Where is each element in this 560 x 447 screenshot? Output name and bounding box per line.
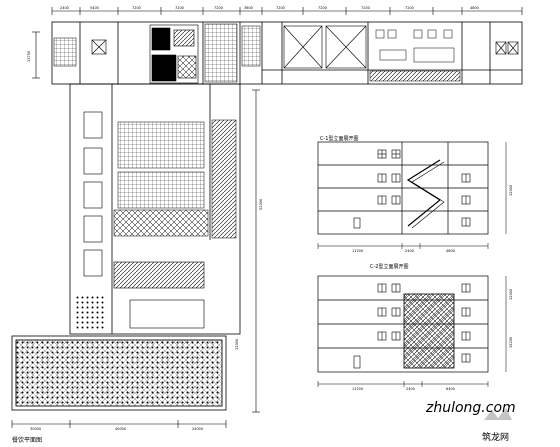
dining-tables [117, 121, 205, 209]
hall-with-x-1 [283, 25, 367, 69]
dim-top-3: 7200 [132, 6, 141, 10]
stall-rows [113, 261, 205, 329]
side-column-strip [211, 119, 237, 239]
elev1-dim-right: 12000 [509, 185, 513, 196]
elevation-bottom-dimensions [317, 276, 507, 387]
watermark: 筑龙网 zhulong.com [425, 400, 516, 443]
wing-left-rooms [83, 111, 103, 277]
elevation-bottom [317, 275, 489, 373]
floor-plan-right-dimension [252, 89, 260, 413]
elev2-dim-right-2: 15200 [509, 337, 513, 348]
elev2-dim-2: 2400 [406, 387, 415, 391]
elevation-top-windows [353, 149, 471, 229]
office-furniture [369, 29, 461, 82]
elev2-dim-1: 11200 [352, 387, 363, 391]
dim-top-1: 2400 [60, 6, 69, 10]
dim-top-10: 7200 [405, 6, 414, 10]
dim-top-7: 7200 [276, 6, 285, 10]
landscape-block [11, 335, 227, 411]
elev1-dim-1: 11200 [352, 249, 363, 253]
elevation-top-title: C-1型立面展开图 [320, 135, 358, 142]
elev1-dim-2: 2400 [405, 249, 414, 253]
floor-plan-wing [69, 83, 241, 335]
elev2-dim-right-1: 12000 [509, 289, 513, 300]
dim-top-6: 3600 [244, 6, 253, 10]
elevation-top [317, 141, 489, 235]
elev1-dim-3: 4800 [446, 249, 455, 253]
landscape-dots [76, 296, 106, 330]
dim-top-8: 7200 [318, 6, 327, 10]
pattern-strip [113, 209, 209, 237]
watermark-logo-text: 筑龙网 [482, 431, 509, 443]
dim-top-2: 5400 [90, 6, 99, 10]
dim-bottom-3: 24000 [192, 427, 203, 431]
elev2-dim-3: 6400 [446, 387, 455, 391]
watermark-logo-icon: 筑龙网 [482, 408, 512, 443]
elevation-bottom-title: C-2型立面展开图 [370, 263, 408, 270]
top-dimension-line [51, 7, 523, 15]
dim-top-4: 7200 [175, 6, 184, 10]
floor-plan-top-band [51, 21, 523, 85]
watermark-text: zhulong.com [425, 400, 516, 416]
tile-area-2 [241, 25, 261, 67]
dim-left: 13700 [27, 51, 31, 62]
dim-bottom-1: 30000 [30, 427, 41, 431]
shaft-room [91, 39, 107, 55]
kitchen-block [149, 24, 199, 84]
bottom-left-label: 餐饮平面图 [12, 436, 42, 444]
tile-area-1 [204, 23, 238, 83]
dim-bottom-2: 40000 [115, 427, 126, 431]
stair-top-left [53, 37, 77, 67]
elevation-curtain-wall-hatch [404, 294, 454, 368]
bottom-dimension-line [11, 420, 227, 428]
lift-core-right [495, 41, 519, 55]
top-dimension-labels: 2400 5400 7200 7200 7200 3600 7200 7200 … [60, 6, 479, 10]
dim-top-11: 4800 [470, 6, 479, 10]
dim-top-9: 7200 [361, 6, 370, 10]
left-dimension [32, 31, 40, 79]
dim-top-5: 7200 [214, 6, 223, 10]
elevation-bottom-windows [353, 283, 471, 369]
dim-lower: 12000 [235, 339, 239, 350]
elevation-top-dimensions [317, 142, 507, 249]
dim-right-plan: 52000 [259, 199, 263, 210]
